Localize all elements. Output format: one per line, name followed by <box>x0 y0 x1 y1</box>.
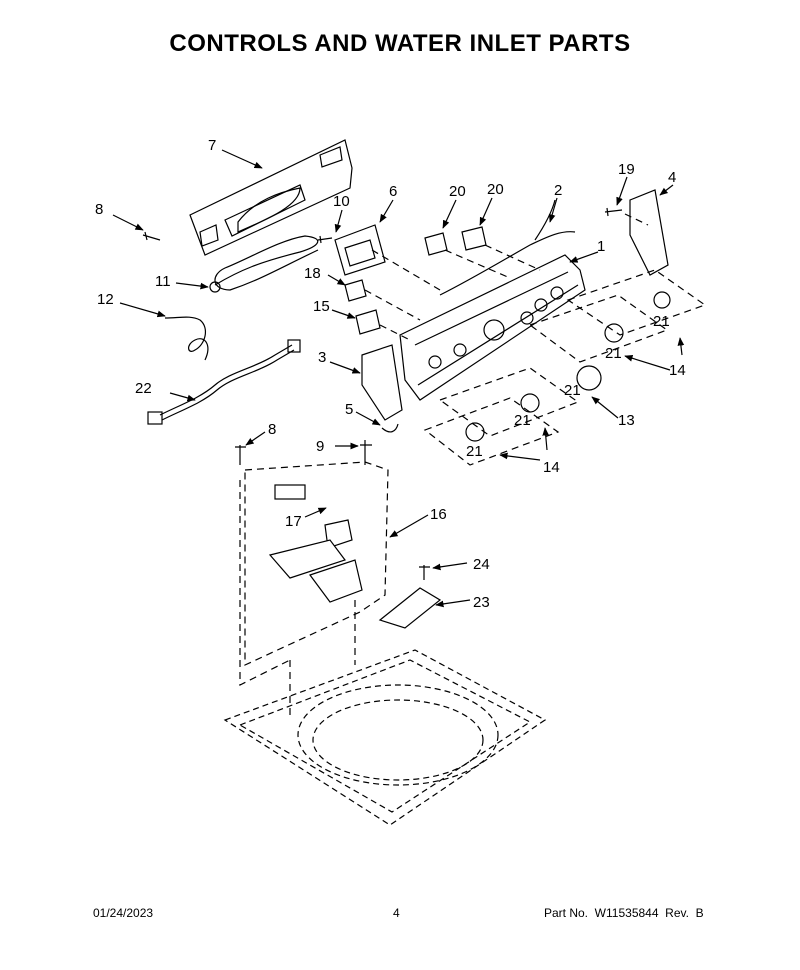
harness-22 <box>147 339 301 425</box>
console-end-cap-right <box>629 189 669 276</box>
knob-21-b <box>604 323 624 343</box>
callout-6: 6 <box>389 183 397 200</box>
callout-19: 19 <box>618 161 635 178</box>
rear-console-panel <box>189 139 353 256</box>
callout-14-upper: 14 <box>669 362 686 379</box>
switch-20-right <box>461 226 487 251</box>
switch-18 <box>344 279 367 302</box>
callout-21-c: 21 <box>564 382 581 399</box>
callout-23: 23 <box>473 594 490 611</box>
group-14-upper <box>528 269 707 363</box>
console-end-cap-left <box>361 344 403 421</box>
console-wire-harness <box>439 199 576 296</box>
control-board <box>334 224 386 276</box>
page-title: CONTROLS AND WATER INLET PARTS <box>169 30 631 57</box>
water-inlet-group-16 <box>239 461 389 720</box>
washer-top-panel <box>223 649 547 826</box>
inlet-part-23 <box>378 587 442 629</box>
screw-8-bottom <box>235 445 246 465</box>
switch-15 <box>355 309 381 335</box>
callout-21-b: 21 <box>605 345 622 362</box>
callout-20-left: 20 <box>449 183 466 200</box>
footer-part-number: Part No. W11535844 Rev. B <box>544 906 704 920</box>
callout-21-a: 21 <box>653 313 670 330</box>
callout-8-bottom: 8 <box>268 421 276 438</box>
callout-24: 24 <box>473 556 490 573</box>
callout-20-right: 20 <box>487 181 504 198</box>
callout-8-top: 8 <box>95 201 103 218</box>
screw-19 <box>604 207 623 217</box>
callout-11: 11 <box>155 273 171 290</box>
knob-21-a <box>653 291 671 309</box>
callout-10: 10 <box>333 193 350 210</box>
callout-4: 4 <box>668 169 676 186</box>
wire-harness-12 <box>164 316 209 361</box>
callout-21-d: 21 <box>514 412 531 429</box>
callout-13: 13 <box>618 412 635 429</box>
control-console <box>399 254 586 401</box>
screw-24 <box>419 565 430 580</box>
switch-20-left <box>424 232 448 256</box>
knob-13 <box>576 365 602 391</box>
power-cord-harness <box>209 235 319 293</box>
assembly-leaders <box>364 213 649 341</box>
clip-5 <box>381 423 399 433</box>
screw-8-top <box>142 231 161 241</box>
callout-16: 16 <box>430 506 447 523</box>
callout-22: 22 <box>135 380 152 397</box>
callout-5: 5 <box>345 401 353 418</box>
callout-7: 7 <box>208 137 216 154</box>
callout-14-lower: 14 <box>543 459 560 476</box>
callout-17: 17 <box>285 513 302 530</box>
callout-12: 12 <box>97 291 114 308</box>
knob-21-c <box>520 393 540 413</box>
callout-9: 9 <box>316 438 324 455</box>
callout-18: 18 <box>304 265 321 282</box>
callout-3: 3 <box>318 349 326 366</box>
callout-2: 2 <box>554 182 562 199</box>
callout-21-e: 21 <box>466 443 483 460</box>
group-14-lower <box>423 367 580 466</box>
callout-labels: 7 8 10 6 20 20 2 19 4 1 11 18 12 15 21 2… <box>95 137 686 611</box>
callout-15: 15 <box>313 298 330 315</box>
leader-arrows <box>112 149 685 608</box>
screw-9 <box>360 440 372 465</box>
footer-date: 01/24/2023 <box>93 906 154 920</box>
footer-page-number: 4 <box>393 906 400 920</box>
screw-10 <box>317 235 333 244</box>
callout-1: 1 <box>597 238 605 255</box>
water-valve-17 <box>268 484 363 603</box>
